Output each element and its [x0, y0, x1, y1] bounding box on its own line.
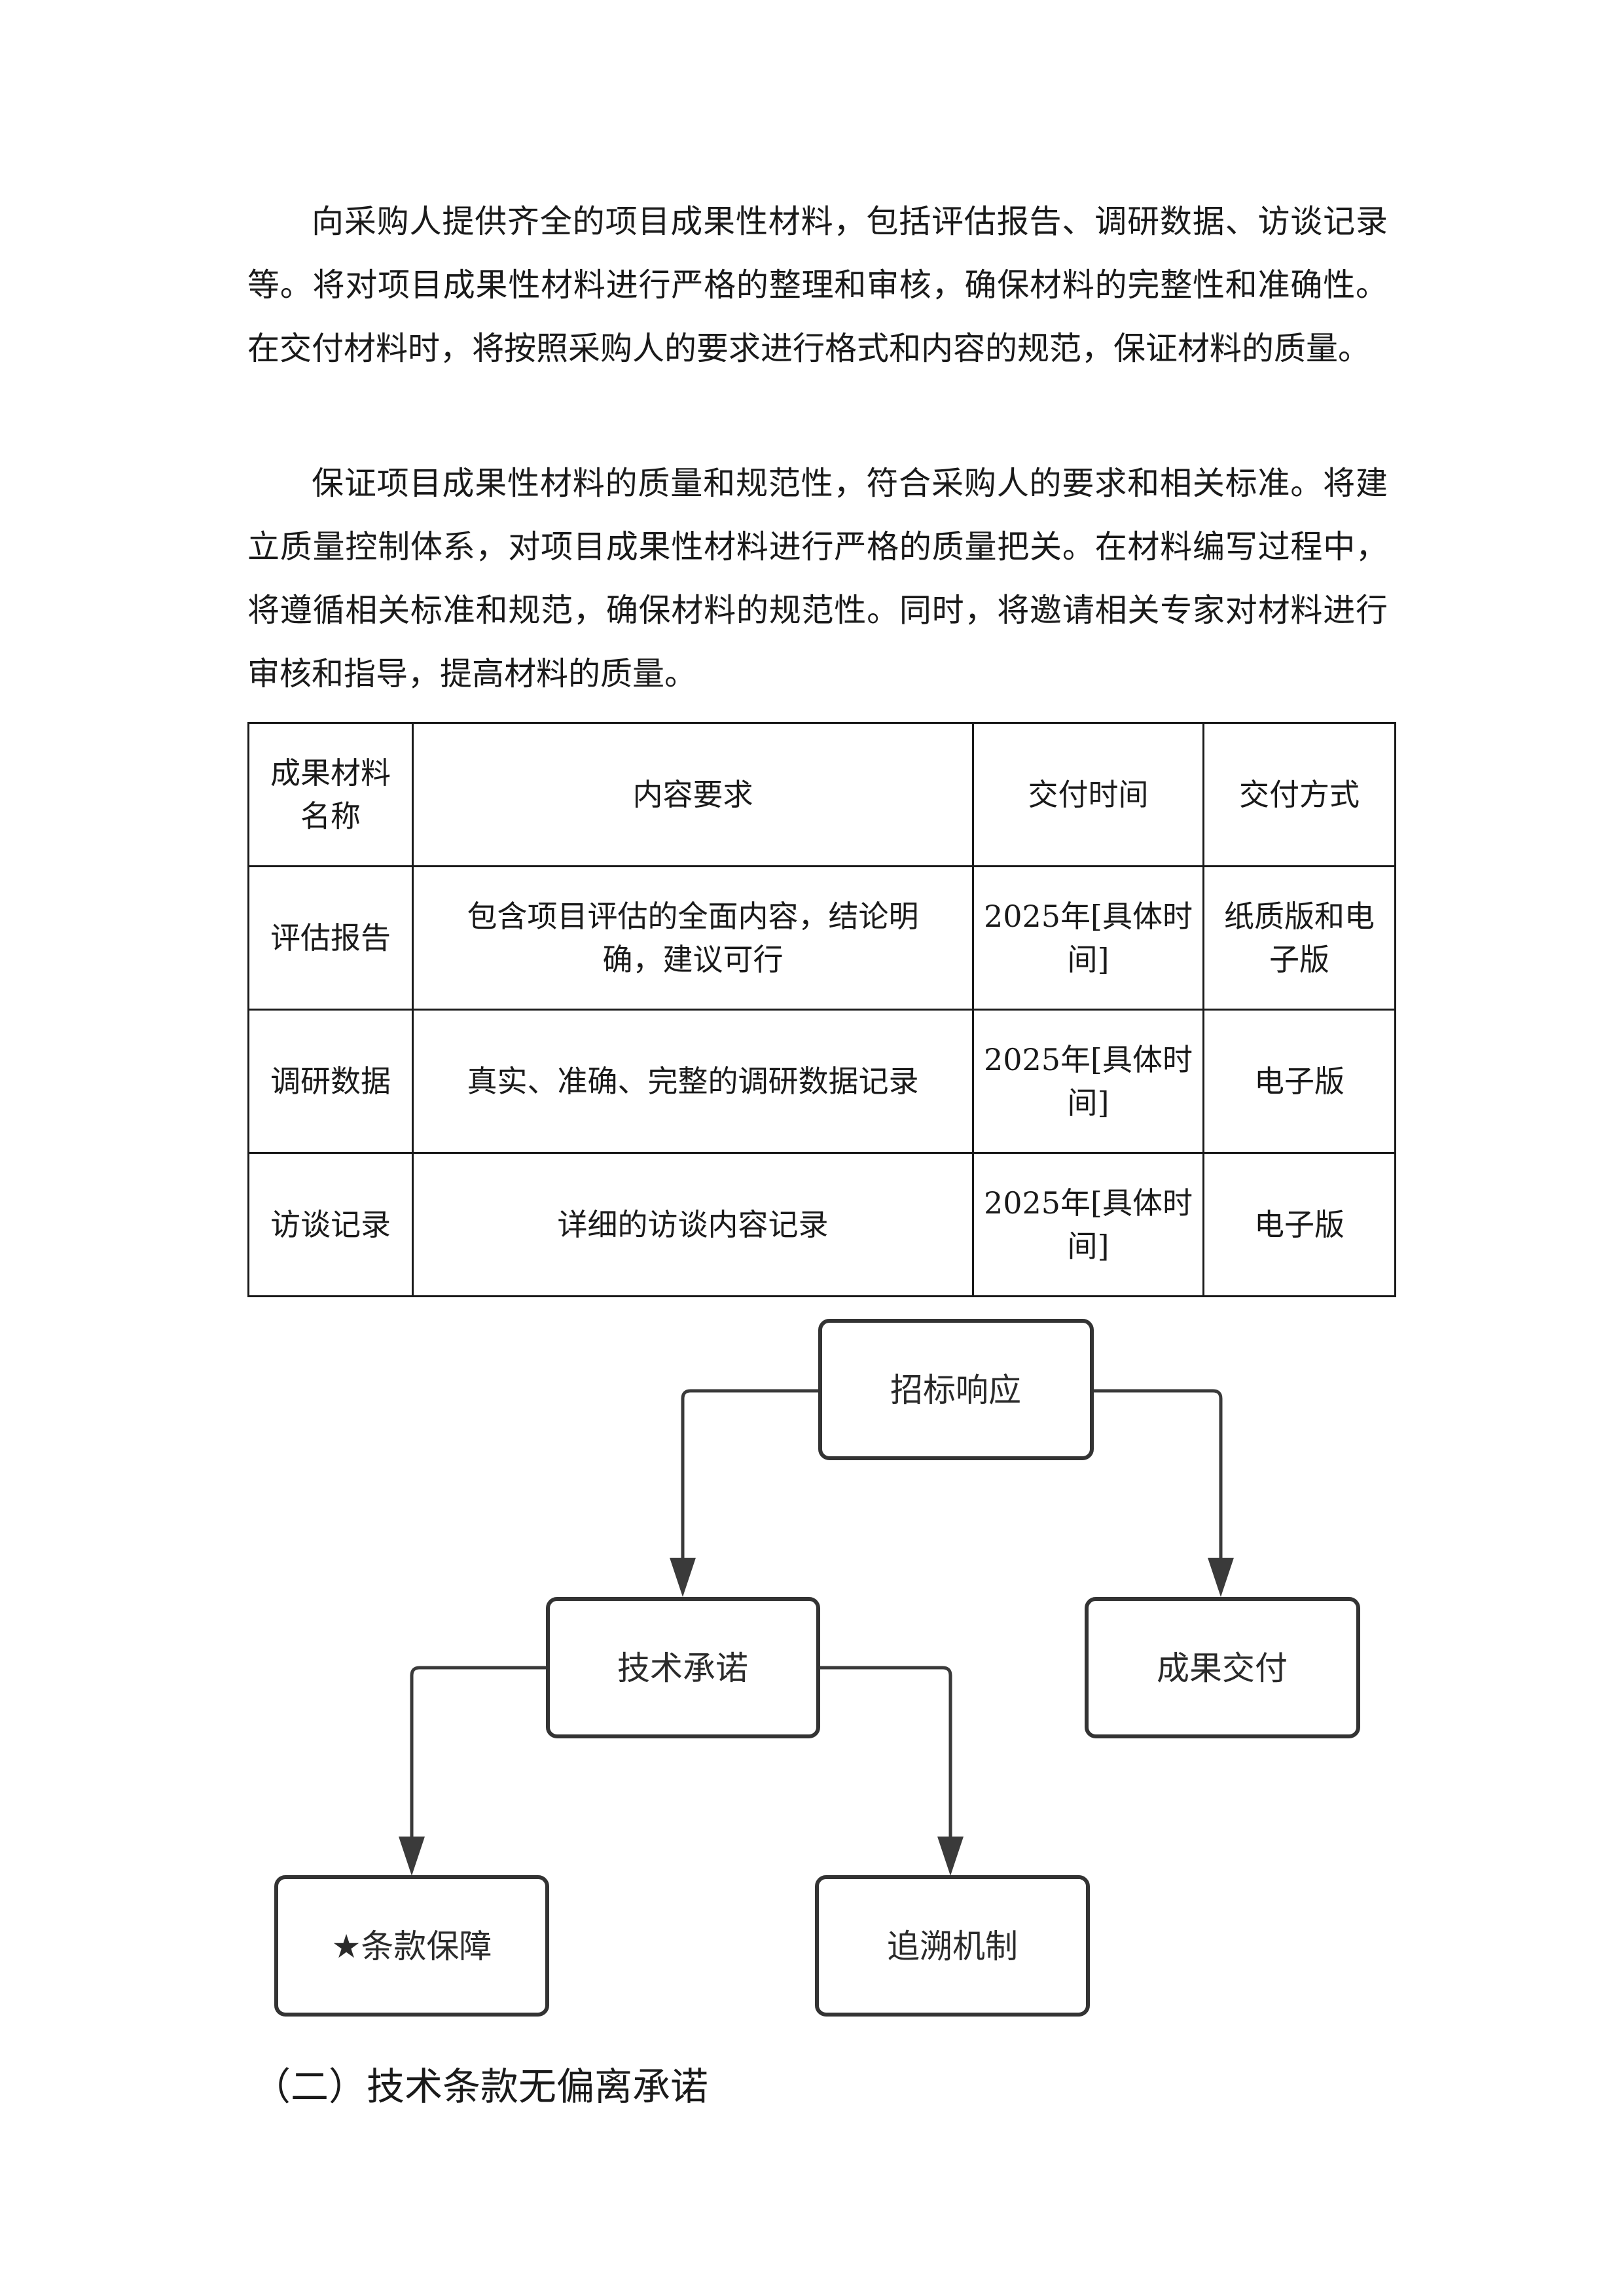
- connector-root-to-tech: [681, 1389, 820, 1558]
- table-cell: 2025年[具体时间]: [972, 865, 1204, 1011]
- table-cell: 调研数据: [247, 1009, 414, 1154]
- table-row: 访谈记录 详细的访谈内容记录 2025年[具体时间] 电子版: [247, 1152, 1396, 1297]
- table-cell: 包含项目评估的全面内容，结论明确，建议可行: [412, 865, 974, 1011]
- arrow-head: [1208, 1558, 1234, 1597]
- flow-node-root: 招标响应: [818, 1319, 1094, 1460]
- flow-node-clause: ★条款保障: [274, 1875, 549, 2017]
- table-row: 评估报告 包含项目评估的全面内容，结论明确，建议可行 2025年[具体时间] 纸…: [247, 865, 1396, 1011]
- table-cell: 电子版: [1202, 1152, 1396, 1297]
- table-cell: 电子版: [1202, 1009, 1396, 1154]
- arrow-head: [399, 1837, 425, 1876]
- flow-node-delivery: 成果交付: [1085, 1597, 1360, 1738]
- table-header-cell: 交付时间: [972, 722, 1204, 867]
- connector-root-to-delivery: [1092, 1389, 1223, 1558]
- section-heading: （二）技术条款无偏离承诺: [253, 2064, 709, 2109]
- table-cell: 纸质版和电子版: [1202, 865, 1396, 1011]
- table-header-row: 成果材料名称 内容要求 交付时间 交付方式: [247, 722, 1396, 867]
- connector-tech-to-clause: [410, 1666, 548, 1837]
- paragraph-deliverables: 向采购人提供齐全的项目成果性材料，包括评估报告、调研数据、访谈记录等。将对项目成…: [247, 203, 1388, 367]
- table-cell: 2025年[具体时间]: [972, 1152, 1204, 1297]
- flow-node-label: 技术承诺: [617, 1649, 748, 1687]
- table-header-cell: 交付方式: [1202, 722, 1396, 867]
- table-header-cell: 内容要求: [412, 722, 974, 867]
- paragraph-quality: 保证项目成果性材料的质量和规范性，符合采购人的要求和相关标准。将建立质量控制体系…: [247, 465, 1388, 692]
- table-cell: 访谈记录: [247, 1152, 414, 1297]
- table-header-cell: 成果材料名称: [247, 722, 414, 867]
- flow-node-label: 招标响应: [890, 1371, 1021, 1409]
- flow-node-tech: 技术承诺: [546, 1597, 820, 1738]
- flow-node-label: 追溯机制: [887, 1928, 1018, 1965]
- arrow-head: [937, 1837, 964, 1876]
- table-cell: 真实、准确、完整的调研数据记录: [412, 1009, 974, 1154]
- flow-node-trace: 追溯机制: [815, 1875, 1090, 2017]
- flow-node-label: 成果交付: [1157, 1649, 1288, 1687]
- table-cell: 2025年[具体时间]: [972, 1009, 1204, 1154]
- arrow-head: [670, 1558, 696, 1597]
- flow-node-label: ★条款保障: [332, 1928, 492, 1965]
- table-cell: 详细的访谈内容记录: [412, 1152, 974, 1297]
- table-cell: 评估报告: [247, 865, 414, 1011]
- deliverables-table: 成果材料名称 内容要求 交付时间 交付方式 评估报告 包含项目评估的全面内容，结…: [247, 722, 1396, 1297]
- connector-tech-to-trace: [818, 1666, 952, 1837]
- table-row: 调研数据 真实、准确、完整的调研数据记录 2025年[具体时间] 电子版: [247, 1009, 1396, 1154]
